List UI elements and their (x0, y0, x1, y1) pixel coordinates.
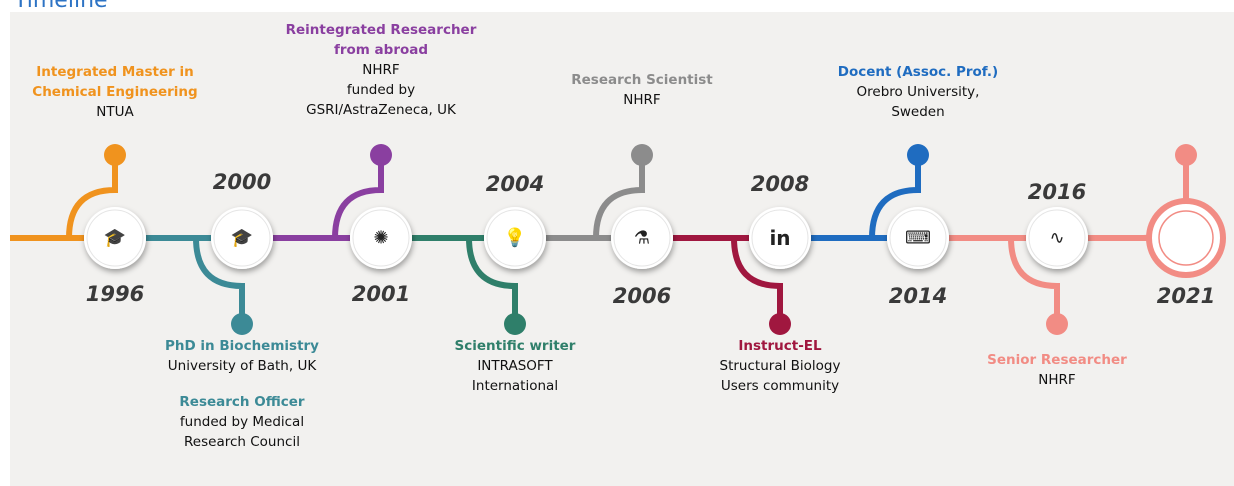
timeline-endpoint-dot (1046, 313, 1068, 335)
timeline-stem (731, 237, 783, 316)
year-label: 2016 (1027, 180, 1087, 204)
year-label: 2014 (888, 284, 948, 308)
timeline-stem (593, 163, 645, 239)
timeline-endpoint-dot (1175, 144, 1197, 166)
timeline-panel: 🎓 1996 Integrated Master in Chemical Engin… (10, 12, 1234, 486)
timeline-node-ring (486, 209, 544, 267)
page-title: Timeline (14, 0, 108, 13)
timeline-stem (332, 163, 384, 239)
timeline-node-ring (86, 209, 144, 267)
year-label: 2021 (1156, 284, 1216, 308)
event-label: Instruct-EL Structural Biology Users comm… (720, 336, 841, 396)
year-label: 2000 (212, 170, 272, 194)
timeline-endpoint-dot (231, 313, 253, 335)
timeline-endpoint-dot (104, 144, 126, 166)
timeline-endpoint-dot (370, 144, 392, 166)
graduation-cap-icon: 🎓 (230, 227, 254, 249)
timeline-endpoint-dot (631, 144, 653, 166)
scientist-icon: ⚗ (633, 227, 651, 249)
timeline-endpoint-dot (769, 313, 791, 335)
timeline-stem (466, 237, 518, 316)
timeline-track (10, 144, 1226, 335)
event-title: Docent (Assoc. Prof.) (837, 64, 999, 80)
instruct-logo-icon: in (769, 226, 791, 250)
molecule-icon: ✺ (373, 227, 389, 249)
event-subtitle: NTUA (96, 104, 134, 120)
event-title: Integrated Master in Chemical Engineerin… (32, 64, 198, 100)
year-label: 2006 (612, 284, 672, 308)
event-title: Senior Researcher (987, 352, 1127, 368)
event-subtitle: NHRF funded by GSRI/AstraZeneca, UK (306, 62, 456, 118)
timeline-node-ring (751, 209, 809, 267)
event-subtitle: Orebro University, Sweden (856, 84, 980, 120)
timeline-stem (66, 163, 118, 239)
event-title: Scientific writer (454, 338, 576, 354)
event-subtitle: NHRF (1038, 372, 1076, 388)
timeline-node-ring (352, 209, 410, 267)
timeline-node-ring (1028, 209, 1086, 267)
year-label: 2001 (351, 282, 411, 306)
timeline-endpoint-dot (907, 144, 929, 166)
timeline-stem (869, 163, 921, 239)
timeline-node-ring (889, 209, 947, 267)
year-label: 2004 (485, 172, 545, 196)
event-subtitle: University of Bath, UK (167, 358, 317, 374)
graduation-cap-icon: 🎓 (103, 227, 127, 249)
event-title-secondary: Research Officer (179, 394, 305, 410)
timeline-stem (1008, 237, 1060, 316)
year-label: 2008 (750, 172, 810, 196)
lightbulb-gears-icon: 💡 (503, 227, 527, 249)
timeline-node-ring (613, 209, 671, 267)
year-label: 1996 (85, 282, 145, 306)
teacher-board-icon: ⌨ (905, 227, 931, 249)
timeline-endpoint-dot (504, 313, 526, 335)
event-title: Reintegrated Researcher from abroad (285, 22, 477, 58)
circle-end-icon (1158, 210, 1214, 266)
event-title: PhD in Biochemistry (165, 338, 319, 354)
event-subtitle: NHRF (623, 92, 661, 108)
event-title: Instruct-EL (738, 338, 822, 354)
event-subtitle-secondary: funded by Medical Research Council (179, 414, 305, 450)
dna-icon: ∿ (1049, 227, 1065, 249)
timeline-stem (193, 237, 245, 316)
event-title: Research Scientist (571, 72, 713, 88)
timeline-node-ring (213, 209, 271, 267)
event-subtitle: Structural Biology Users community (719, 358, 841, 394)
event-label: Integrated Master in Chemical Engineerin… (32, 62, 197, 122)
event-label: Docent (Assoc. Prof.) Orebro University, … (838, 62, 998, 122)
event-subtitle: INTRASOFT International (471, 358, 559, 394)
